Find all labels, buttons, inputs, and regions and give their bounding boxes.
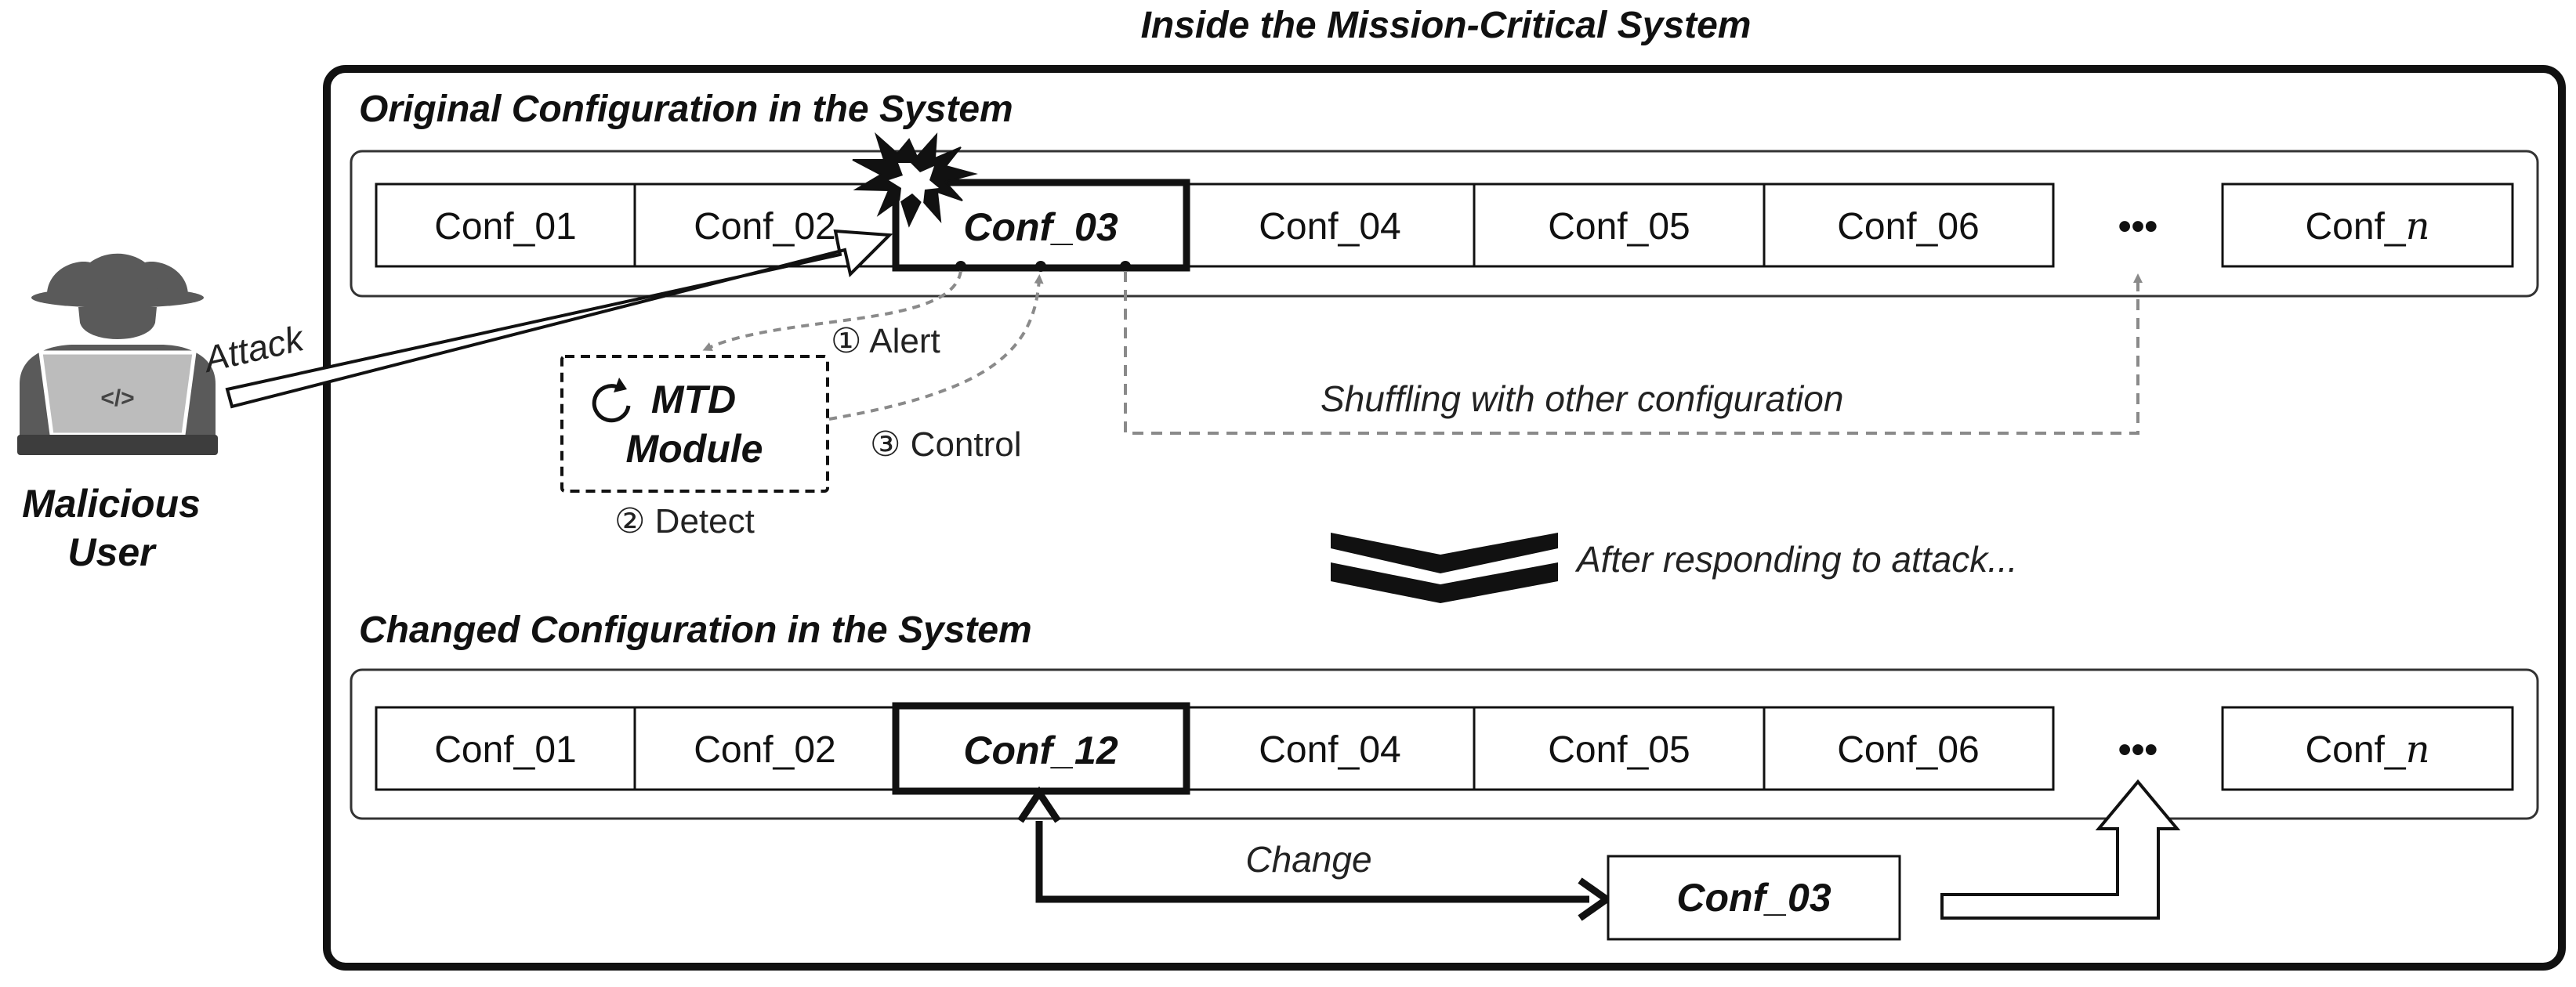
config-cell: Conf_05 <box>1548 206 1690 248</box>
moved-config-label: Conf_03 <box>1676 876 1831 920</box>
mtd-module-subtitle: Module <box>626 427 763 471</box>
config-cell: Conf_06 <box>1837 729 1979 771</box>
attack-arrow <box>225 229 893 409</box>
config-cell-last: Conf_n <box>2305 728 2429 772</box>
connector-dot <box>1120 261 1131 272</box>
moved-config-box <box>1607 855 1901 941</box>
config-cell: Conf_04 <box>1259 729 1400 771</box>
config-cell: Conf_02 <box>694 206 835 248</box>
return-arrow <box>1940 779 2181 920</box>
detect-label: ② Detect <box>614 502 755 540</box>
attack-label: Attack <box>198 317 309 381</box>
config-cell: Conf_04 <box>1259 206 1400 248</box>
change-label: Change <box>1245 839 1371 880</box>
malicious-user-label: Malicious <box>22 482 201 526</box>
original-config-panel <box>350 150 2539 298</box>
config-cell: Conf_01 <box>434 206 576 248</box>
replaced-config-label: Conf_12 <box>963 728 1118 772</box>
shuffle-label: Shuffling with other configuration <box>1321 378 1843 419</box>
malicious-user-icon: </> <box>17 253 218 455</box>
transition-label: After responding to attack... <box>1574 539 2018 580</box>
config-cell: Conf_02 <box>694 729 835 771</box>
control-label: ③ Control <box>870 425 1022 464</box>
ellipsis: ••• <box>2118 729 2158 771</box>
system-title: Inside the Mission-Critical System <box>1141 5 1752 46</box>
alert-arrow <box>702 270 962 351</box>
attacked-config-cell <box>892 179 1190 272</box>
change-arrow <box>1017 786 1613 921</box>
system-frame <box>323 65 2566 971</box>
alert-label: ① Alert <box>831 322 940 360</box>
config-cell: Conf_01 <box>434 729 576 771</box>
refresh-icon <box>592 384 631 423</box>
original-config-row: Conf_01 Conf_02 Conf_03 Conf_04 Conf_05 … <box>375 179 2514 272</box>
mtd-module-title: MTD <box>651 378 736 421</box>
double-chevron-icon <box>1331 533 1558 603</box>
svg-text:</>: </> <box>100 385 134 411</box>
connector-dot <box>1035 261 1046 272</box>
connector-dot <box>955 261 966 272</box>
malicious-user-label: User <box>67 530 157 574</box>
original-section-title: Original Configuration in the System <box>359 89 1013 130</box>
config-cell: Conf_06 <box>1837 206 1979 248</box>
ellipsis: ••• <box>2118 206 2158 248</box>
config-cell: Conf_05 <box>1548 729 1690 771</box>
shuffle-arrow <box>1124 271 2143 435</box>
changed-section-title: Changed Configuration in the System <box>359 609 1032 651</box>
mtd-module-box <box>560 355 829 493</box>
config-cell-last: Conf_n <box>2305 204 2429 248</box>
attacked-config-label: Conf_03 <box>963 205 1118 249</box>
control-arrow <box>828 274 1044 421</box>
changed-config-panel <box>350 668 2539 820</box>
changed-config-row: Conf_01 Conf_02 Conf_12 Conf_04 Conf_05 … <box>375 702 2514 795</box>
